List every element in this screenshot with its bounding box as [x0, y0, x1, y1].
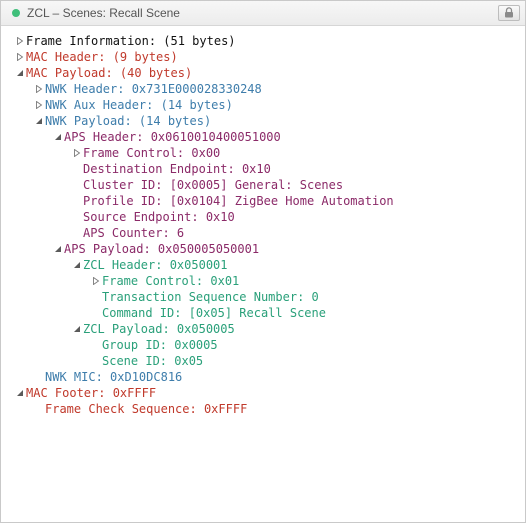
tree-node-label: Frame Information: (51 bytes) — [26, 34, 236, 48]
tree-node-label: Transaction Sequence Number: 0 — [102, 290, 319, 304]
collapse-triangle-icon[interactable] — [15, 49, 25, 65]
expand-triangle-icon[interactable] — [15, 385, 25, 401]
tree-node: Destination Endpoint: 0x10 — [1, 161, 525, 177]
tree-node[interactable]: Frame Information: (51 bytes) — [1, 33, 525, 49]
packet-decode-tree: Frame Information: (51 bytes) MAC Header:… — [1, 33, 525, 417]
tree-node[interactable]: ZCL Payload: 0x050005 — [1, 321, 525, 337]
expand-triangle-icon[interactable] — [34, 113, 44, 129]
tree-node-label: Group ID: 0x0005 — [102, 338, 218, 352]
tree-node[interactable]: MAC Footer: 0xFFFF — [1, 385, 525, 401]
tree-node-label: Destination Endpoint: 0x10 — [83, 162, 271, 176]
tree-node: NWK MIC: 0xD10DC816 — [1, 369, 525, 385]
collapse-triangle-icon[interactable] — [15, 33, 25, 49]
expand-triangle-icon[interactable] — [15, 65, 25, 81]
tree-node: APS Counter: 6 — [1, 225, 525, 241]
tree-node: Cluster ID: [0x0005] General: Scenes — [1, 177, 525, 193]
tree-node[interactable]: APS Header: 0x0610010400051000 — [1, 129, 525, 145]
tree-node-label: Scene ID: 0x05 — [102, 354, 204, 368]
lock-button[interactable] — [498, 5, 520, 21]
tree-node: Frame Check Sequence: 0xFFFF — [1, 401, 525, 417]
tree-node: Command ID: [0x05] Recall Scene — [1, 305, 525, 321]
tree-node-label: NWK Aux Header: (14 bytes) — [45, 98, 233, 112]
tree-node-label: Frame Check Sequence: 0xFFFF — [45, 402, 248, 416]
tree-node-label: MAC Header: (9 bytes) — [26, 50, 178, 64]
tree-node: Profile ID: [0x0104] ZigBee Home Automat… — [1, 193, 525, 209]
expand-triangle-icon[interactable] — [72, 321, 82, 337]
tree-node-label: NWK Header: 0x731E000028330248 — [45, 82, 262, 96]
title-bar: ZCL – Scenes: Recall Scene — [1, 1, 525, 26]
tree-node[interactable]: MAC Header: (9 bytes) — [1, 49, 525, 65]
tree-node-label: Command ID: [0x05] Recall Scene — [102, 306, 326, 320]
tree-node-label: Profile ID: [0x0104] ZigBee Home Automat… — [83, 194, 394, 208]
collapse-triangle-icon[interactable] — [34, 97, 44, 113]
tree-node-label: ZCL Header: 0x050001 — [83, 258, 228, 272]
collapse-triangle-icon[interactable] — [72, 145, 82, 161]
tree-node[interactable]: MAC Payload: (40 bytes) — [1, 65, 525, 81]
tree-node-label: NWK Payload: (14 bytes) — [45, 114, 212, 128]
tree-node[interactable]: NWK Header: 0x731E000028330248 — [1, 81, 525, 97]
expand-triangle-icon[interactable] — [53, 241, 63, 257]
tree-node: Group ID: 0x0005 — [1, 337, 525, 353]
tree-node-label: MAC Payload: (40 bytes) — [26, 66, 193, 80]
tree-node-label: APS Header: 0x0610010400051000 — [64, 130, 281, 144]
status-dot-icon — [12, 9, 20, 17]
tree-node-label: NWK MIC: 0xD10DC816 — [45, 370, 183, 384]
tree-node-label: APS Payload: 0x050005050001 — [64, 242, 260, 256]
tree-node-label: MAC Footer: 0xFFFF — [26, 386, 157, 400]
collapse-triangle-icon[interactable] — [91, 273, 101, 289]
tree-node[interactable]: NWK Payload: (14 bytes) — [1, 113, 525, 129]
expand-triangle-icon[interactable] — [72, 257, 82, 273]
tree-node[interactable]: Frame Control: 0x01 — [1, 273, 525, 289]
tree-node-label: Cluster ID: [0x0005] General: Scenes — [83, 178, 344, 192]
tree-node[interactable]: APS Payload: 0x050005050001 — [1, 241, 525, 257]
collapse-triangle-icon[interactable] — [34, 81, 44, 97]
tree-node: Source Endpoint: 0x10 — [1, 209, 525, 225]
tree-node: Transaction Sequence Number: 0 — [1, 289, 525, 305]
tree-node[interactable]: NWK Aux Header: (14 bytes) — [1, 97, 525, 113]
tree-node-label: APS Counter: 6 — [83, 226, 185, 240]
window-title: ZCL – Scenes: Recall Scene — [27, 6, 180, 20]
tree-node-label: ZCL Payload: 0x050005 — [83, 322, 235, 336]
tree-node-label: Frame Control: 0x00 — [83, 146, 221, 160]
tree-node: Scene ID: 0x05 — [1, 353, 525, 369]
expand-triangle-icon[interactable] — [53, 129, 63, 145]
lock-icon — [505, 7, 513, 18]
tree-node-label: Frame Control: 0x01 — [102, 274, 240, 288]
tree-node[interactable]: ZCL Header: 0x050001 — [1, 257, 525, 273]
tree-node[interactable]: Frame Control: 0x00 — [1, 145, 525, 161]
tree-node-label: Source Endpoint: 0x10 — [83, 210, 235, 224]
